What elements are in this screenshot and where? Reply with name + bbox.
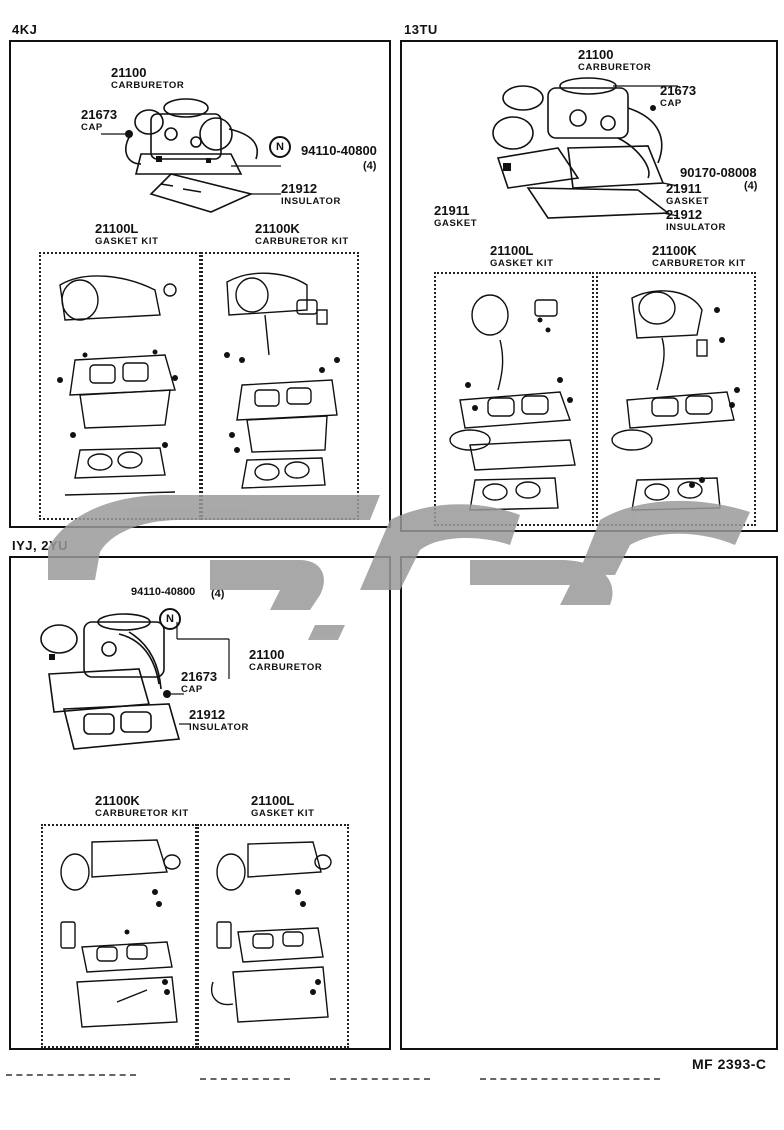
part-description: GASKET KIT: [251, 808, 315, 819]
part-number: 21673: [181, 669, 218, 684]
part-description: CARBURETOR: [578, 62, 652, 73]
part-description: GASKET: [666, 196, 710, 207]
carburetor-kit-box: [41, 824, 197, 1048]
carburetor-illustration: [40, 613, 230, 750]
cap-callout: 21673 CAP: [81, 108, 117, 134]
part-description: GASKET: [434, 218, 478, 229]
part-number: 21912: [281, 181, 318, 196]
gasket-kit-box: [197, 824, 349, 1048]
footer-divider: [480, 1078, 660, 1080]
bolt-quantity: (4): [363, 160, 377, 172]
gasket-kit-callout: 21100L GASKET KIT: [490, 244, 554, 270]
carburetor-callout: 21100 CARBURETOR: [578, 48, 651, 74]
part-description: CAP: [81, 122, 103, 133]
gasket-kit-box: [434, 272, 594, 526]
part-description: CAP: [660, 98, 682, 109]
panel-empty: [400, 556, 778, 1050]
part-number: 94110-40800: [131, 586, 196, 598]
illustration-code: MF 2393-C: [692, 1056, 767, 1072]
part-description: CAP: [181, 684, 203, 695]
part-number: 94110-40800: [301, 143, 377, 158]
panel-4kj: 21100 CARBURETOR 21673 CAP N 94110-40800…: [9, 40, 391, 528]
part-number: 21100L: [251, 793, 295, 808]
bolt-callout: 94110-40800: [301, 144, 377, 157]
part-number: 21673: [81, 107, 118, 122]
gasket-kit-box: [39, 252, 201, 520]
nut-callout: 90170-08008: [680, 166, 757, 179]
carburetor-kit-callout: 21100K CARBURETOR KIT: [95, 794, 189, 820]
carburetor-callout: 21100 CARBURETOR: [111, 66, 184, 92]
gasket-kit-callout: 21100L GASKET KIT: [251, 794, 315, 820]
carburetor-kit-parts: [611, 290, 740, 511]
bolt-quantity: (4): [211, 588, 225, 600]
engine-label-1yj-2yu: IYJ, 2YU: [12, 538, 69, 553]
part-description: CARBURETOR KIT: [95, 808, 189, 819]
part-description: GASKET KIT: [95, 236, 159, 247]
part-number: 21911: [434, 203, 470, 218]
engine-label-13tu: 13TU: [404, 22, 438, 37]
gasket-kit-callout: 21100L GASKET KIT: [95, 222, 159, 248]
insulator-callout: 21912 INSULATOR: [281, 182, 341, 208]
carburetor-kit-parts: [224, 272, 340, 489]
part-number: 21912: [189, 707, 226, 722]
footer-divider: [6, 1074, 136, 1076]
part-number: 21100K: [652, 243, 697, 258]
carburetor-kit-callout: 21100K CARBURETOR KIT: [652, 244, 746, 270]
part-number: 90170-08008: [680, 165, 757, 180]
part-number: 21100L: [95, 221, 139, 236]
cap-callout: 21673 CAP: [181, 670, 217, 696]
bolt-callout: 94110-40800: [131, 586, 195, 599]
panel-13tu: 21100 CARBURETOR 21673 CAP 90170-08008 (…: [400, 40, 778, 532]
carburetor-kit-parts: [60, 839, 181, 1028]
new-part-symbol: N: [269, 136, 291, 158]
part-description: INSULATOR: [666, 222, 726, 233]
part-description: CARBURETOR KIT: [255, 236, 349, 247]
part-description: INSULATOR: [189, 722, 249, 733]
insulator-callout: 21912 INSULATOR: [189, 708, 249, 734]
footer-divider: [200, 1078, 290, 1080]
part-description: GASKET KIT: [490, 258, 554, 269]
carburetor-illustration: [101, 98, 281, 213]
part-description: INSULATOR: [281, 196, 341, 207]
part-description: CARBURETOR: [111, 80, 185, 91]
part-number: 21100: [111, 65, 147, 80]
new-part-symbol: N: [159, 608, 181, 630]
carburetor-kit-callout: 21100K CARBURETOR KIT: [255, 222, 349, 248]
part-description: CARBURETOR KIT: [652, 258, 746, 269]
carburetor-illustration: [492, 77, 679, 219]
carburetor-kit-box: [596, 272, 756, 526]
carburetor-callout: 21100 CARBURETOR: [249, 648, 322, 674]
footer-divider: [330, 1078, 430, 1080]
part-number: 21673: [660, 83, 697, 98]
insulator-callout: 21912 INSULATOR: [666, 208, 726, 234]
part-number: 21912: [666, 207, 703, 222]
part-number: 21100: [249, 647, 285, 662]
carburetor-kit-box: [201, 252, 359, 520]
part-description: CARBURETOR: [249, 662, 323, 673]
gasket-callout-left: 21911 GASKET: [434, 204, 477, 230]
gasket-kit-parts: [211, 841, 332, 1023]
part-number: 21100L: [490, 243, 534, 258]
gasket-kit-parts: [449, 294, 576, 511]
part-number: 21100K: [255, 221, 300, 236]
part-number: 21100: [578, 47, 614, 62]
cap-callout: 21673 CAP: [660, 84, 696, 110]
part-number: 21100K: [95, 793, 140, 808]
engine-label-4kj: 4KJ: [12, 22, 38, 37]
gasket-kit-parts: [57, 275, 178, 496]
panel-1yj-2yu: 94110-40800 (4) N 21100 CARBURETOR 21673…: [9, 556, 391, 1050]
nut-quantity: (4): [744, 180, 758, 192]
